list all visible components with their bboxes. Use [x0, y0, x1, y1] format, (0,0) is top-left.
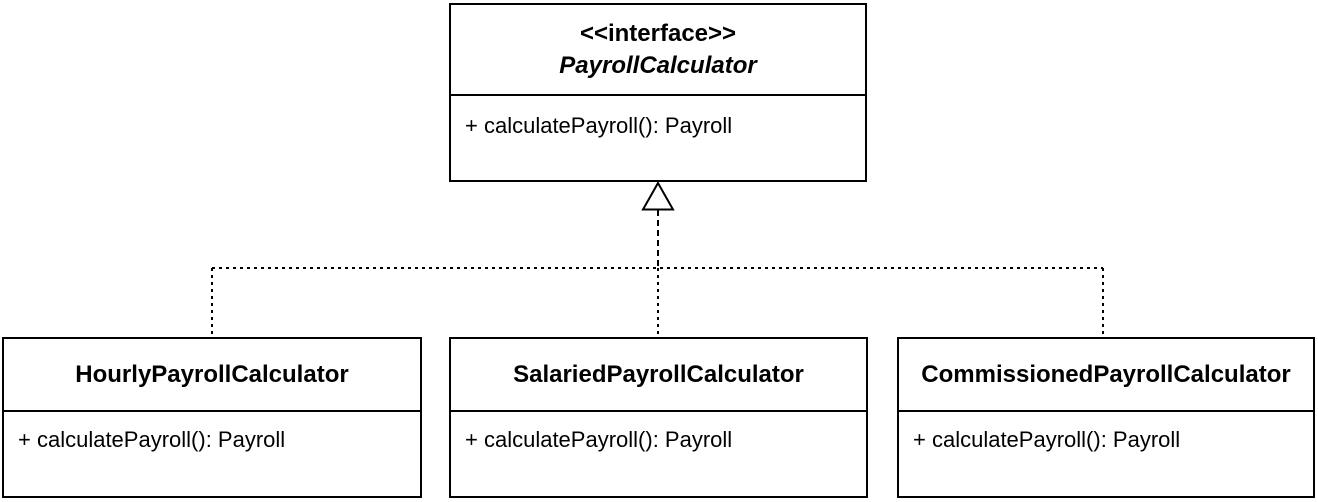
class-methods-compartment: + calculatePayroll(): Payroll	[451, 412, 866, 453]
class-title-compartment: HourlyPayrollCalculator	[4, 339, 420, 412]
class-box-commissioned-payroll-calculator: CommissionedPayrollCalculator + calculat…	[897, 337, 1315, 498]
class-title-compartment: SalariedPayrollCalculator	[451, 339, 866, 412]
class-box-salaried-payroll-calculator: SalariedPayrollCalculator + calculatePay…	[449, 337, 868, 498]
interface-method: + calculatePayroll(): Payroll	[465, 113, 733, 138]
interface-box-payroll-calculator: <<interface>> PayrollCalculator + calcul…	[449, 3, 867, 182]
interface-stereotype: <<interface>>	[579, 19, 737, 47]
class-name: HourlyPayrollCalculator	[75, 360, 349, 388]
class-method: + calculatePayroll(): Payroll	[18, 427, 286, 452]
class-method: + calculatePayroll(): Payroll	[465, 427, 733, 452]
realization-triangle-icon	[641, 180, 675, 211]
interface-title-compartment: <<interface>> PayrollCalculator	[451, 5, 865, 96]
interface-name: PayrollCalculator	[559, 51, 757, 79]
class-methods-compartment: + calculatePayroll(): Payroll	[899, 412, 1313, 453]
class-name: CommissionedPayrollCalculator	[921, 360, 1291, 388]
class-method: + calculatePayroll(): Payroll	[913, 427, 1181, 452]
class-methods-compartment: + calculatePayroll(): Payroll	[4, 412, 420, 453]
class-box-hourly-payroll-calculator: HourlyPayrollCalculator + calculatePayro…	[2, 337, 422, 498]
interface-methods-compartment: + calculatePayroll(): Payroll	[451, 96, 865, 139]
class-title-compartment: CommissionedPayrollCalculator	[899, 339, 1313, 412]
class-name: SalariedPayrollCalculator	[513, 360, 804, 388]
